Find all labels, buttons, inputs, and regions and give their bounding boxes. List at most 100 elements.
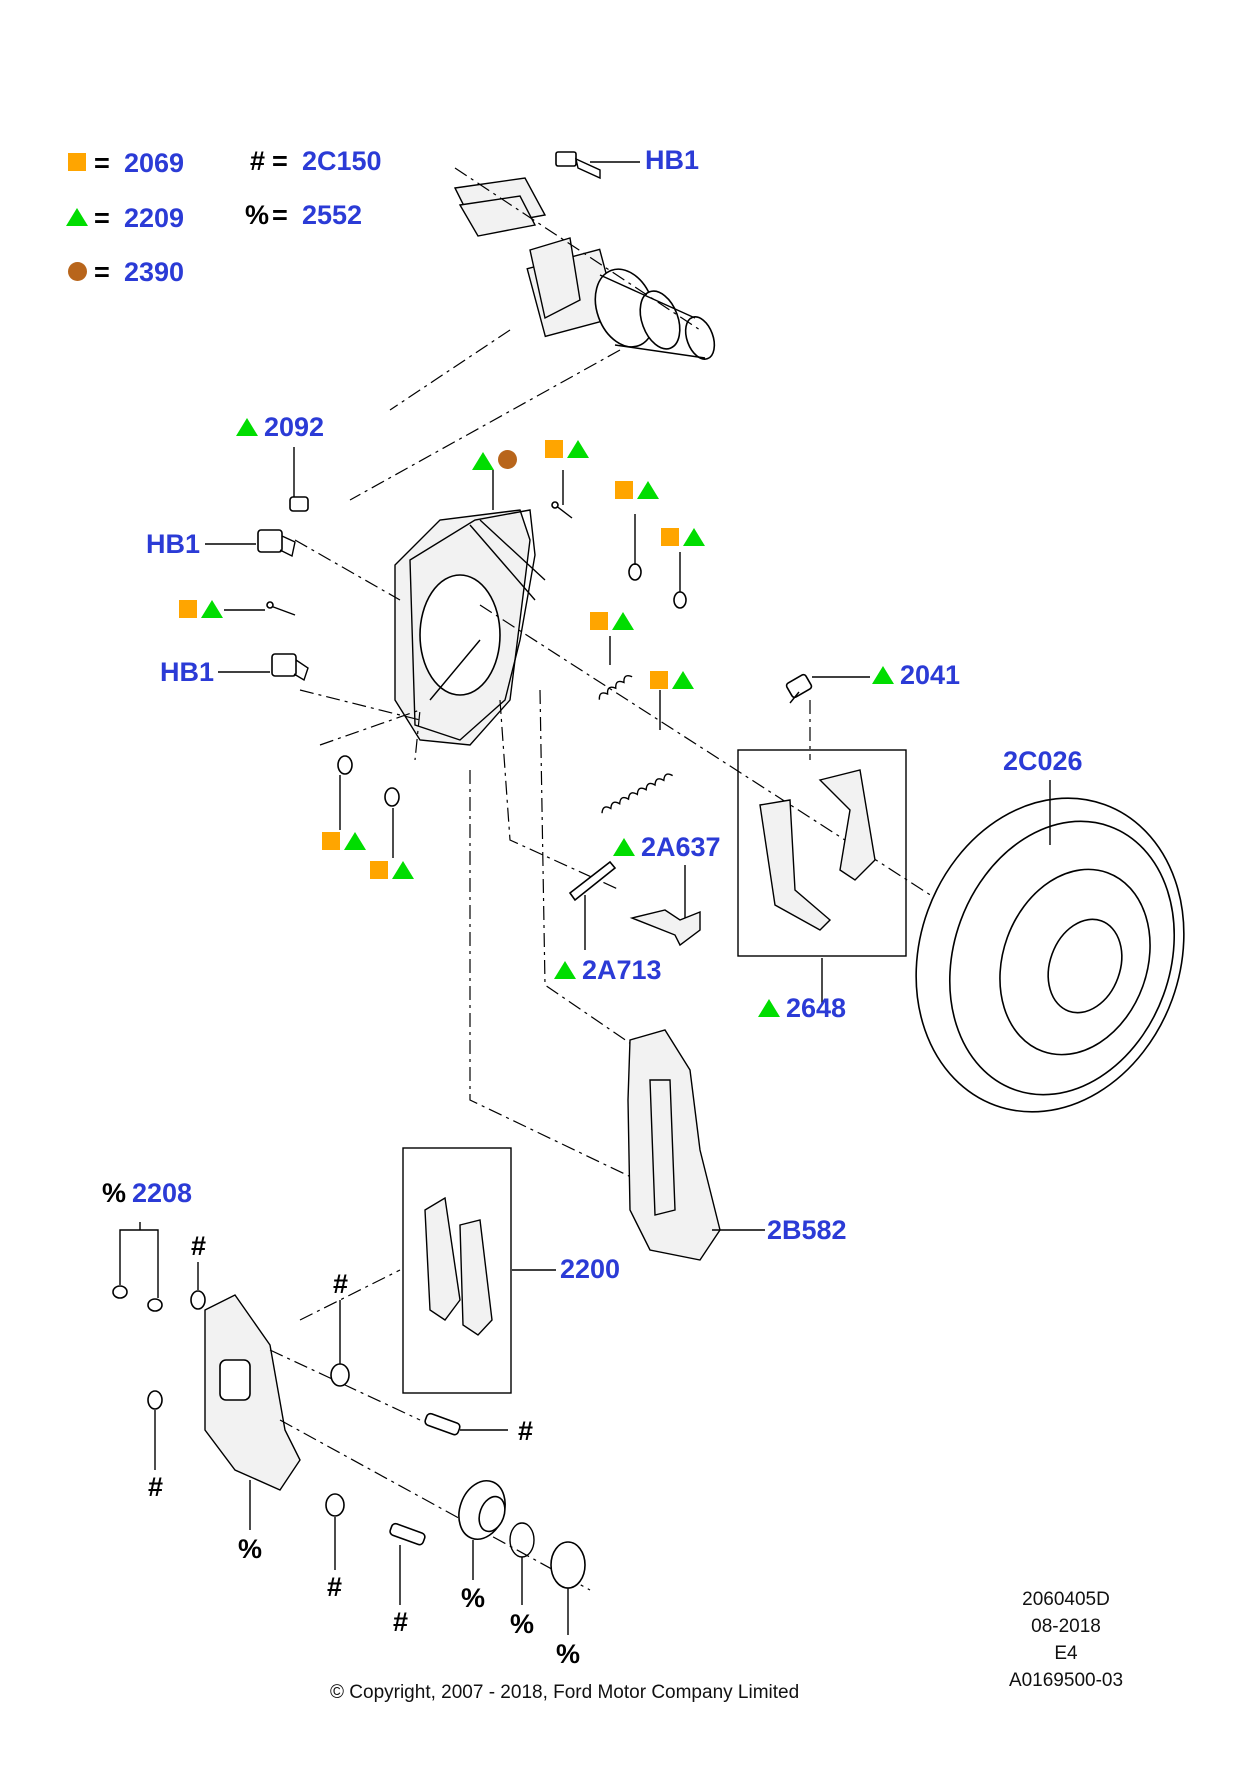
legend-square-icon xyxy=(68,153,86,171)
label-2092: 2092 xyxy=(264,412,325,442)
boot-hash-4 xyxy=(147,1390,163,1410)
label-2C026: 2C026 xyxy=(1003,746,1083,776)
legend-eq-circle: = xyxy=(94,257,110,287)
percent-symbol-2208: % xyxy=(102,1178,127,1208)
bolt-2092 xyxy=(289,496,309,512)
square-icon xyxy=(545,440,563,458)
triangle-icon xyxy=(612,612,634,630)
pin-top xyxy=(551,501,573,519)
dash-line-long-3 xyxy=(469,770,701,1211)
spring-long xyxy=(601,773,673,814)
triangle-icon xyxy=(567,440,589,458)
circle-icon xyxy=(498,450,517,469)
legend-eq-triangle: = xyxy=(94,203,110,233)
triangle-icon-2648 xyxy=(758,999,780,1017)
legend-eq-hash: = xyxy=(272,146,288,176)
dash-line-left xyxy=(319,709,421,761)
label-2B582: 2B582 xyxy=(767,1215,847,1245)
hash-symbol-boot-2: # xyxy=(333,1269,349,1299)
dash-line-caliper xyxy=(279,1419,591,1591)
square-icon xyxy=(370,861,388,879)
square-icon xyxy=(650,671,668,689)
footer-date: 08-2018 xyxy=(1031,1616,1101,1637)
square-icon xyxy=(322,832,340,850)
legend-eq-percent: = xyxy=(272,200,288,230)
caliper-bracket-2B582 xyxy=(627,1029,721,1261)
legend-code-percent: 2552 xyxy=(302,200,363,230)
brake-rotor-2C026 xyxy=(915,797,1185,1113)
legend-percent-symbol: % xyxy=(245,200,270,230)
brake-caliper xyxy=(204,1294,301,1491)
adjuster-2A713 xyxy=(568,860,617,902)
footer-code: 2060405D xyxy=(1022,1589,1110,1610)
leader-2208 xyxy=(119,1222,159,1298)
piston xyxy=(458,1480,506,1540)
hash-symbol-boot-1: # xyxy=(191,1231,207,1261)
percent-symbol-piston: % xyxy=(461,1583,486,1613)
hash-symbol-boot-4: # xyxy=(148,1472,164,1502)
dash-line-bolt1 xyxy=(294,539,401,601)
dash-line-long-2 xyxy=(539,689,641,1051)
triangle-icon xyxy=(683,528,705,546)
lever-2A637 xyxy=(629,909,701,947)
label-2041: 2041 xyxy=(900,660,961,690)
legend-code-circle: 2390 xyxy=(124,257,185,287)
dash-line-caliper-3 xyxy=(299,1269,401,1321)
pin-hash-6 xyxy=(389,1522,426,1546)
clips-top-right xyxy=(628,563,687,609)
dust-boot xyxy=(550,1541,586,1589)
label-hb1-low: HB1 xyxy=(160,657,215,687)
hub-spindle-assembly xyxy=(453,177,716,360)
hb1-bolt-top xyxy=(555,151,601,180)
square-icon xyxy=(179,600,197,618)
legend-triangle-icon xyxy=(66,208,88,226)
spring-small xyxy=(598,674,633,700)
pin-hash-3 xyxy=(424,1412,461,1436)
piston-seal xyxy=(509,1522,535,1558)
triangle-icon xyxy=(637,481,659,499)
label-2208: 2208 xyxy=(132,1178,193,1208)
footer-rev: E4 xyxy=(1054,1643,1078,1664)
hash-symbol-pin-6: # xyxy=(393,1607,409,1637)
legend-code-triangle: 2209 xyxy=(124,203,185,233)
triangle-icon xyxy=(472,452,494,470)
hb1-bolt-mid xyxy=(257,529,296,558)
bleeder-parts-2208 xyxy=(112,1285,163,1312)
legend-code-hash: 2C150 xyxy=(302,146,382,176)
percent-symbol-boot: % xyxy=(556,1639,581,1669)
hb1-bolt-low xyxy=(271,653,309,682)
parking-shoe-box xyxy=(737,749,907,957)
boot-hash-2 xyxy=(330,1363,350,1387)
triangle-icon xyxy=(344,832,366,850)
label-2648: 2648 xyxy=(786,993,847,1023)
legend-circle-icon xyxy=(68,262,87,281)
label-hb1-top: HB1 xyxy=(645,145,700,175)
sensor-2041 xyxy=(785,673,813,704)
label-2A713: 2A713 xyxy=(582,955,662,985)
label-2A637: 2A637 xyxy=(641,832,721,862)
triangle-icon xyxy=(392,861,414,879)
dash-line-bolt2 xyxy=(299,689,421,721)
brake-pad-box-2200 xyxy=(402,1147,512,1394)
percent-symbol-seal: % xyxy=(510,1609,535,1639)
triangle-icon-2092 xyxy=(236,418,258,436)
legend-eq-square: = xyxy=(94,148,110,178)
backing-plate xyxy=(394,509,546,746)
dash-line-hub-2 xyxy=(349,349,621,501)
pin-spring-left xyxy=(266,601,296,616)
footer-copyright: © Copyright, 2007 - 2018, Ford Motor Com… xyxy=(330,1682,800,1703)
dash-line-hub-1 xyxy=(454,167,701,331)
label-hb1-mid: HB1 xyxy=(146,529,201,559)
square-icon xyxy=(661,528,679,546)
boot-hash-1 xyxy=(190,1290,206,1310)
triangle-icon-2A713 xyxy=(554,961,576,979)
hash-symbol-boot-5: # xyxy=(327,1572,343,1602)
footer-ref: A0169500-03 xyxy=(1008,1670,1124,1691)
triangle-icon xyxy=(201,600,223,618)
triangle-icon xyxy=(672,671,694,689)
triangle-icon-2A637 xyxy=(613,838,635,856)
clips-lower-left xyxy=(337,755,400,807)
label-2200: 2200 xyxy=(560,1254,621,1284)
dash-line-long-4 xyxy=(499,699,621,891)
